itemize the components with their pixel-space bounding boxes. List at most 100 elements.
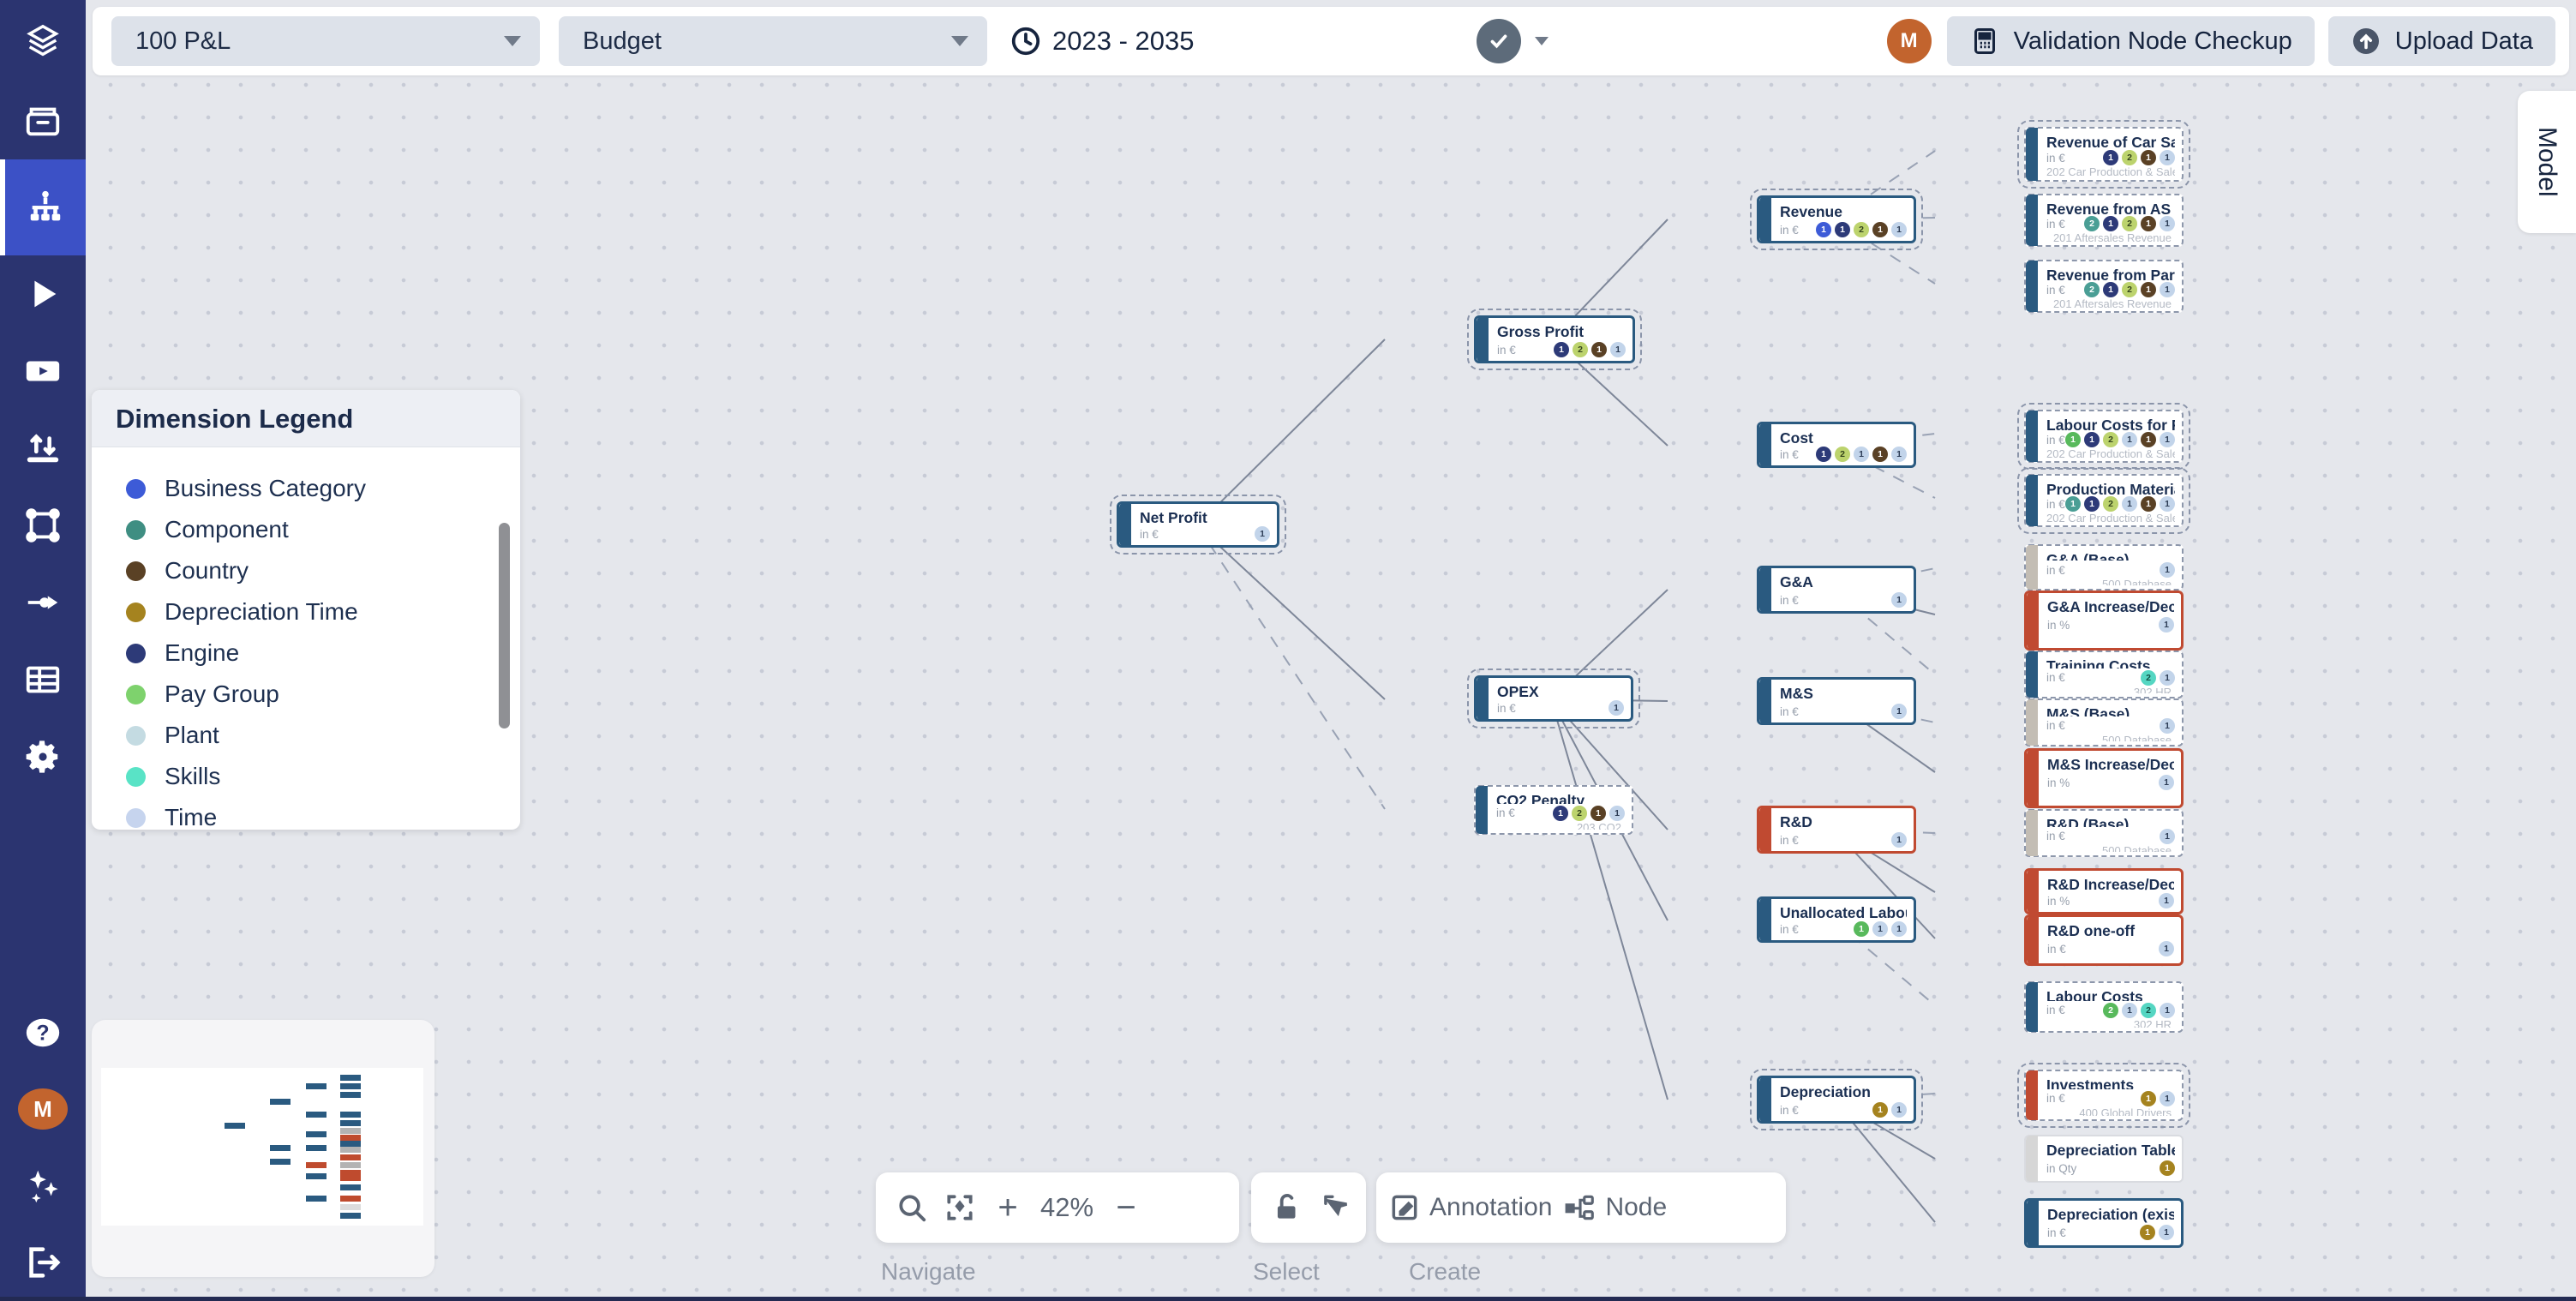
model-node-rd-id[interactable]: R&D Increase/Decrease in % 1 [2024,868,2184,914]
app-logo-icon[interactable] [0,0,86,82]
node-title: Depreciation [1780,1083,1871,1100]
legend-scrollbar[interactable] [499,523,510,728]
dimension-legend-title: Dimension Legend [92,390,520,447]
minimap-viewport[interactable] [101,1068,423,1226]
scenario-selector-dropdown[interactable]: Budget [559,16,987,66]
dimension-color-dot [126,478,146,499]
frame-nodes-icon[interactable] [0,487,86,564]
model-node-ga[interactable]: G&A in € 1 [1757,566,1916,614]
zoom-out-button[interactable]: − [1116,1188,1136,1226]
upload-icon [2352,28,2379,54]
legend-item: Business Category [126,468,520,509]
zoom-in-button[interactable]: + [997,1188,1018,1226]
node-unit: in € [1140,527,1159,541]
table-icon[interactable] [0,641,86,718]
play-icon[interactable] [0,255,86,333]
model-node-dep-table[interactable]: Depreciation Table in Qty 1 [2024,1135,2184,1183]
model-node-ga-id[interactable]: G&A Increase/Decrease in % 1 [2024,591,2184,650]
model-node-unallocated[interactable]: Unallocated Labour Costs (O... in € 111 [1757,896,1916,943]
model-node-dep-existing[interactable]: Depreciation (existing) in € 11 [2024,1198,2184,1248]
model-node-ms-id[interactable]: M&S Increase/Decrease in % 1 [2024,748,2184,808]
archive-icon[interactable] [0,82,86,159]
minimap[interactable] [92,1020,434,1277]
legend-item: Depreciation Time [126,591,520,633]
dimension-badge: 1 [2084,496,2100,513]
node-unit: in Qty [2046,1161,2077,1175]
dimension-badge: 1 [1553,805,1568,821]
import-export-icon[interactable] [0,410,86,487]
minimap-node-bar [340,1112,361,1118]
model-node-rd-oneoff[interactable]: R&D one-off in € 1 [2024,914,2184,966]
dimension-badge: 1 [1891,921,1907,937]
minimap-node-bar [270,1145,291,1151]
dimension-badge: 1 [2160,828,2175,844]
flow-arrow-icon[interactable] [0,564,86,641]
minimap-node-bar [340,1154,361,1160]
video-play-icon[interactable] [0,333,86,410]
node-title: M&S Increase/Decrease [2047,756,2174,773]
node-color-bar [2026,128,2038,181]
model-node-ms[interactable]: M&S in € 1 [1757,677,1916,725]
model-panel-tab[interactable]: Model [2518,91,2576,233]
dimension-badge: 1 [2159,1225,2174,1241]
minimap-node-bar [340,1204,361,1210]
fit-view-button[interactable] [936,1182,984,1233]
node-color-bar [2026,810,2038,856]
annotation-button[interactable]: Annotation [1388,1182,1564,1233]
gear-icon[interactable] [0,718,86,795]
node-unit: in % [2047,894,2070,908]
lock-button[interactable] [1263,1182,1311,1233]
sparkles-icon[interactable] [0,1147,86,1224]
node-unit: in € [1780,922,1799,936]
add-node-button[interactable]: Node [1564,1182,1679,1233]
minimap-node-bar [306,1083,326,1089]
logout-icon[interactable] [0,1224,86,1301]
node-title: Net Profit [1140,509,1207,525]
model-selector-dropdown[interactable]: 100 P&L [111,16,540,66]
dimension-badge: 2 [1572,805,1587,821]
model-node-ga-base[interactable]: G&A (Base) in € 1 500 Database [2024,544,2184,591]
sidebar-item-model-tree[interactable] [0,159,86,255]
model-node-rd-base[interactable]: R&D (Base) in € 1 500 Database [2024,809,2184,857]
node-unit: in € [2047,1226,2066,1239]
status-check-dropdown[interactable] [1477,19,1549,63]
node-source-label: 400 Global Drivers [2079,1106,2172,1116]
user-avatar[interactable]: M [1886,19,1932,63]
validation-node-checkup-button[interactable]: Validation Node Checkup [1946,16,2315,66]
model-node-opex[interactable]: OPEX in € 1 [1467,668,1640,728]
help-icon[interactable]: ? [0,994,86,1071]
upload-data-button[interactable]: Upload Data [2327,16,2555,66]
node-unit: in € [2046,830,2065,843]
node-color-bar [2026,195,2038,246]
search-button[interactable] [888,1182,936,1233]
select-cursor-button[interactable] [1311,1182,1359,1233]
user-avatar[interactable]: M [18,1088,68,1130]
model-node-ms-base[interactable]: M&S (Base) in € 1 500 Database [2024,698,2184,746]
time-range[interactable]: 2023 - 2035 [1009,25,1194,57]
node-source-label: 201 Aftersales Revenue [2052,231,2172,242]
node-title: G&A (Base) [2046,551,2130,561]
navigate-caption: Navigate [881,1258,976,1285]
dimension-badge: 1 [1591,342,1607,357]
dimension-badge: 1 [2141,1090,2156,1106]
model-node-labour-prod[interactable]: Labour Costs for Production in € 112111 … [2017,403,2190,470]
node-color-bar [2027,916,2039,964]
node-source-label: 500 Database [2102,578,2172,585]
dimension-badge: 1 [1554,342,1569,357]
model-node-rd[interactable]: R&D in € 1 [1757,806,1916,854]
model-tab-label: Model [2533,127,2561,197]
model-node-net-profit[interactable]: Net Profit in € 1 [1110,495,1286,555]
